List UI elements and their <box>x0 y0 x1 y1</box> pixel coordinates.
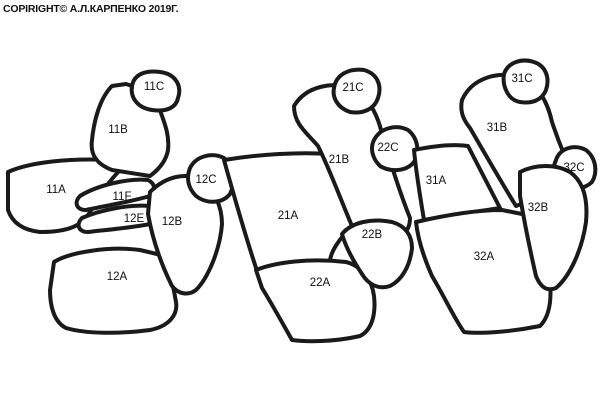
part-31c-headrest <box>501 58 550 105</box>
label-12c: 12C <box>195 174 216 186</box>
label-22b: 22B <box>362 229 383 241</box>
label-11a: 11A <box>46 184 66 196</box>
label-31b: 31B <box>487 122 508 134</box>
part-12c-headrest <box>186 153 236 204</box>
label-32c: 32C <box>563 162 584 174</box>
label-11c: 11C <box>144 81 164 93</box>
part-21c-headrest <box>331 67 382 115</box>
part-22a-seat-cushion <box>254 258 377 344</box>
part-labels: 11C 11B 11A 11F 12E 12C 12B 12A 21C 21B … <box>46 73 584 289</box>
label-31c: 31C <box>511 73 532 85</box>
label-12b: 12B <box>162 216 183 228</box>
part-12a-seat-cushion <box>48 246 179 335</box>
front-seat-2 <box>48 153 236 335</box>
part-21a-bench-back <box>222 151 354 276</box>
label-22a: 22A <box>310 277 331 289</box>
part-32b-backrest <box>518 164 589 292</box>
label-21a: 21A <box>278 210 299 222</box>
label-31a: 31A <box>426 175 447 187</box>
rear-seat-2 <box>222 67 420 344</box>
label-32a: 32A <box>474 251 495 263</box>
label-11f: 11F <box>113 191 132 203</box>
copyright-text: COPIRIGHT© А.Л.КАРПЕНКО 2019Г. <box>3 3 179 15</box>
front-seat-1 <box>6 69 182 234</box>
part-11c-headrest <box>129 69 182 113</box>
label-11b: 11B <box>108 124 128 136</box>
label-22c: 22C <box>377 142 398 154</box>
label-12a: 12A <box>107 271 128 283</box>
label-12e: 12E <box>124 213 145 225</box>
rear-seat-3 <box>412 58 598 335</box>
label-32b: 32B <box>528 202 549 214</box>
label-21b: 21B <box>329 154 350 166</box>
part-32a-seat-cushion <box>414 208 553 335</box>
part-22b-backrest <box>340 218 414 290</box>
label-21c: 21C <box>342 82 363 94</box>
